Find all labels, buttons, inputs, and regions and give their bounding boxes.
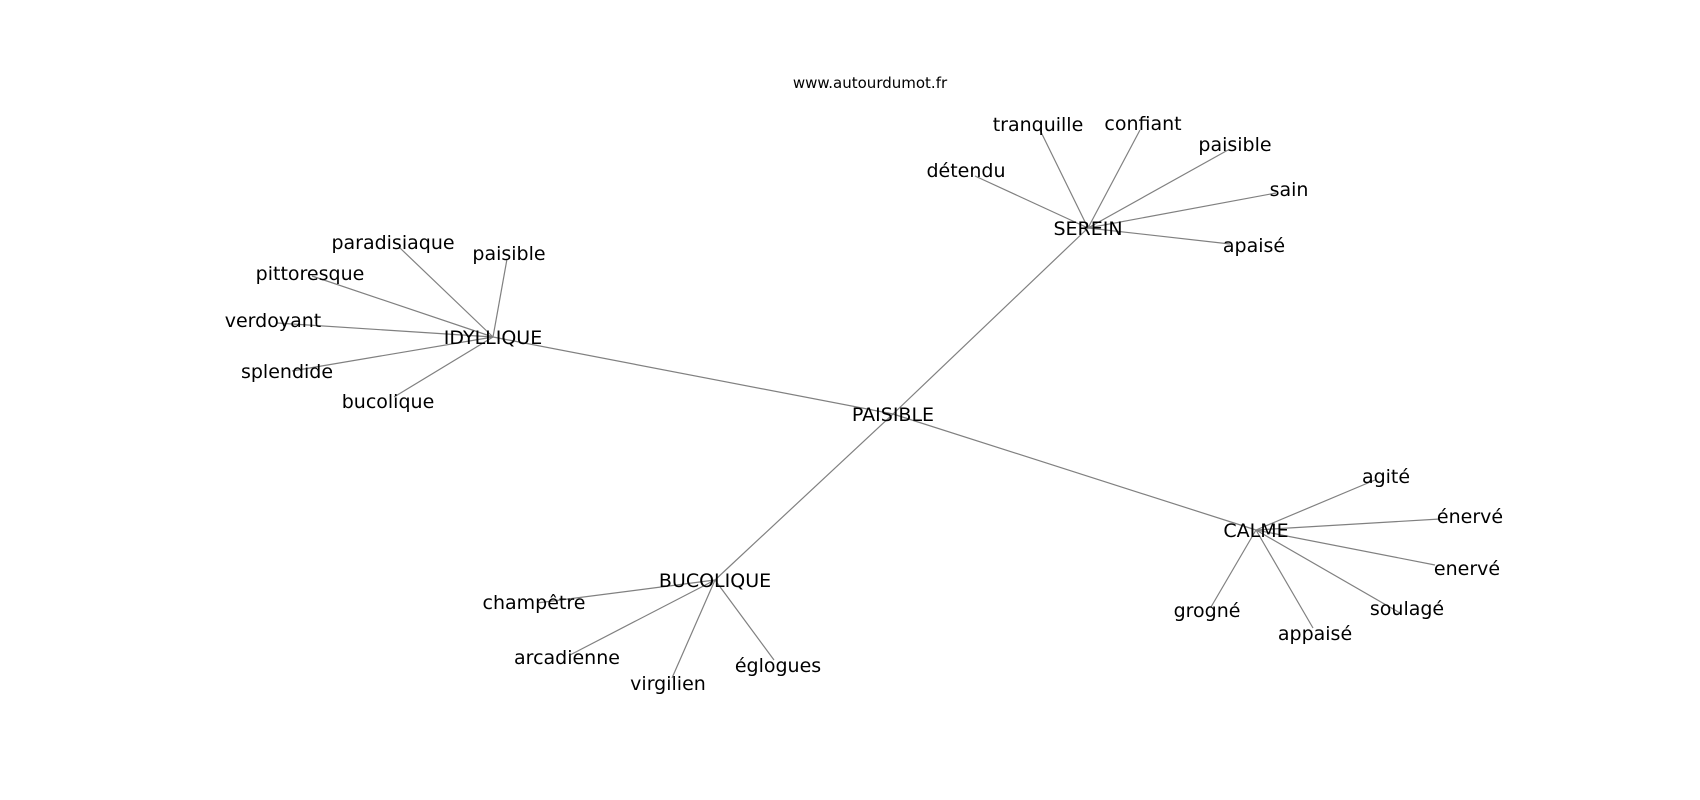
edge-hub-to-word — [974, 175, 1089, 229]
word-node[interactable]: détendu — [926, 160, 1005, 182]
word-node[interactable]: bucolique — [342, 391, 435, 413]
hub-node[interactable]: IDYLLIQUE — [444, 327, 542, 349]
hub-node[interactable]: CALME — [1223, 520, 1288, 542]
edge-hub-to-word — [1255, 529, 1314, 629]
word-node[interactable]: paisible — [1198, 134, 1271, 156]
word-node[interactable]: confiant — [1104, 113, 1181, 135]
edge-hub-to-word — [1087, 149, 1229, 229]
word-node[interactable]: soulagé — [1370, 598, 1444, 620]
edge-hub-to-word — [492, 258, 508, 338]
word-node[interactable]: paisible — [472, 243, 545, 265]
edge-hub-to-word — [399, 247, 494, 338]
edge-hub-to-word — [1087, 192, 1277, 229]
word-node[interactable]: virgilien — [630, 673, 706, 695]
edge-center-to-hub — [892, 413, 1257, 531]
edge-hub-to-word — [1039, 129, 1089, 229]
hub-node[interactable]: SEREIN — [1053, 218, 1122, 240]
word-node[interactable]: splendide — [241, 361, 333, 383]
edge-hub-to-word — [1255, 479, 1376, 531]
graph-labels: www.autourdumot.fr PAISIBLE SEREIN tranqui… — [225, 74, 1503, 695]
word-node[interactable]: églogues — [735, 655, 821, 677]
word-node[interactable]: appaisé — [1278, 623, 1352, 645]
word-node[interactable]: enervé — [1434, 558, 1500, 580]
edge-hub-to-word — [1087, 227, 1231, 245]
word-node[interactable]: paradisiaque — [331, 232, 454, 254]
edge-hub-to-word — [671, 579, 716, 679]
word-node[interactable]: champêtre — [483, 592, 586, 614]
edge-hub-to-word — [393, 336, 494, 398]
edge-hub-to-word — [1255, 518, 1441, 531]
word-node[interactable]: agité — [1362, 466, 1410, 488]
site-watermark: www.autourdumot.fr — [793, 74, 948, 92]
word-node[interactable]: grogné — [1174, 600, 1241, 622]
edge-center-to-hub — [714, 413, 894, 581]
hub-node[interactable]: BUCOLIQUE — [659, 570, 771, 592]
word-node[interactable]: arcadienne — [514, 647, 620, 669]
word-node[interactable]: pittoresque — [256, 263, 365, 285]
word-node[interactable]: tranquille — [993, 114, 1084, 136]
word-node[interactable]: apaisé — [1223, 235, 1285, 257]
edge-center-to-hub — [892, 227, 1089, 415]
edge-hub-to-word — [1255, 529, 1436, 566]
edge-hub-to-word — [714, 579, 775, 661]
word-node[interactable]: énervé — [1437, 506, 1503, 528]
edge-hub-to-word — [1255, 529, 1401, 614]
edge-hub-to-word — [291, 336, 494, 372]
edge-hub-to-word — [536, 579, 716, 604]
edge-hub-to-word — [1087, 129, 1141, 229]
edge-hub-to-word — [1210, 529, 1257, 608]
edge-center-to-hub — [492, 336, 894, 415]
word-node[interactable]: sain — [1270, 179, 1309, 201]
edge-hub-to-word — [276, 322, 494, 338]
graph-edges — [276, 129, 1441, 679]
edge-hub-to-word — [311, 275, 494, 338]
word-node[interactable]: verdoyant — [225, 310, 321, 332]
edge-hub-to-word — [569, 579, 716, 656]
center-node[interactable]: PAISIBLE — [852, 404, 934, 426]
